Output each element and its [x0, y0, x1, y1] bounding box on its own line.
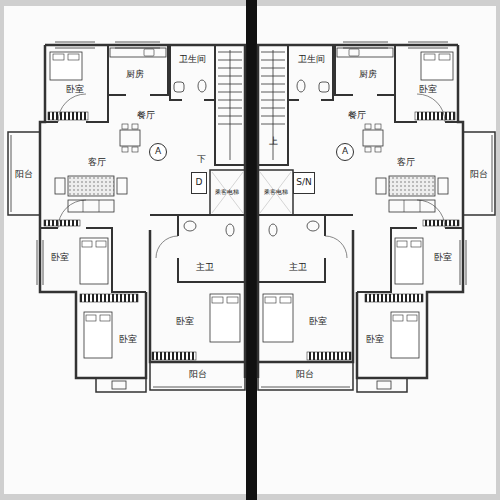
- room-name: 卫生间: [298, 55, 325, 65]
- room-label: 阳台: [467, 168, 491, 182]
- room-label: 卧室: [363, 333, 387, 347]
- room-label: 主卫: [193, 261, 217, 275]
- shaft-box: S/N: [293, 172, 314, 194]
- room-name: 阳台: [189, 370, 207, 380]
- room-label: 主卫: [286, 261, 310, 275]
- room-label: 卧室: [173, 315, 197, 329]
- stair-direction: 下: [197, 155, 206, 165]
- room-name: 客厅: [88, 158, 106, 168]
- room-label: 客厅: [85, 156, 109, 170]
- room-name: 餐厅: [137, 111, 155, 121]
- room-name: 卧室: [434, 253, 452, 263]
- room-label: 卧室: [116, 333, 140, 347]
- room-name: A: [155, 147, 161, 157]
- room-name: 卧室: [51, 253, 69, 263]
- room-name: 乘客电梯: [264, 189, 288, 196]
- shaft-box: D: [191, 172, 207, 194]
- room-name: S/N: [296, 178, 311, 188]
- room-name: D: [196, 178, 203, 188]
- elevator-box: 乘客电梯: [212, 182, 243, 202]
- room-name: 卧室: [419, 85, 437, 95]
- elevator-box: 乘客电梯: [261, 182, 292, 202]
- room-label: 卧室: [416, 83, 440, 97]
- room-name: A: [342, 147, 348, 157]
- room-label: 餐厅: [345, 109, 369, 123]
- room-label: 卫生间: [176, 53, 209, 67]
- room-name: 卧室: [66, 85, 84, 95]
- room-label: 卫生间: [295, 53, 328, 67]
- room-name: 餐厅: [348, 111, 366, 121]
- room-name: 厨房: [126, 70, 144, 80]
- room-label: 卧室: [48, 251, 72, 265]
- room-name: 卧室: [119, 335, 137, 345]
- room-name: 阳台: [15, 170, 33, 180]
- room-label: 阳台: [293, 368, 317, 382]
- room-label: 阳台: [12, 168, 36, 182]
- room-name: 阳台: [470, 170, 488, 180]
- room-label: 餐厅: [134, 109, 158, 123]
- room-name: 卧室: [176, 317, 194, 327]
- room-name: 主卫: [196, 263, 214, 273]
- room-name: 乘客电梯: [215, 189, 239, 196]
- room-label: 厨房: [123, 68, 147, 82]
- room-label: 卧室: [63, 83, 87, 97]
- room-label: 卧室: [431, 251, 455, 265]
- room-name: 阳台: [296, 370, 314, 380]
- axis-marker: A: [336, 143, 354, 161]
- room-name: 厨房: [359, 70, 377, 80]
- room-name: 卫生间: [179, 55, 206, 65]
- room-label: 厨房: [356, 68, 380, 82]
- room-name: 主卫: [289, 263, 307, 273]
- room-label: 客厅: [394, 156, 418, 170]
- room-label: 卧室: [306, 315, 330, 329]
- room-name: 客厅: [397, 158, 415, 168]
- room-name: 卧室: [309, 317, 327, 327]
- room-name: 卧室: [366, 335, 384, 345]
- axis-marker: A: [149, 143, 167, 161]
- stair-direction: 上: [269, 137, 278, 147]
- room-label: 阳台: [186, 368, 210, 382]
